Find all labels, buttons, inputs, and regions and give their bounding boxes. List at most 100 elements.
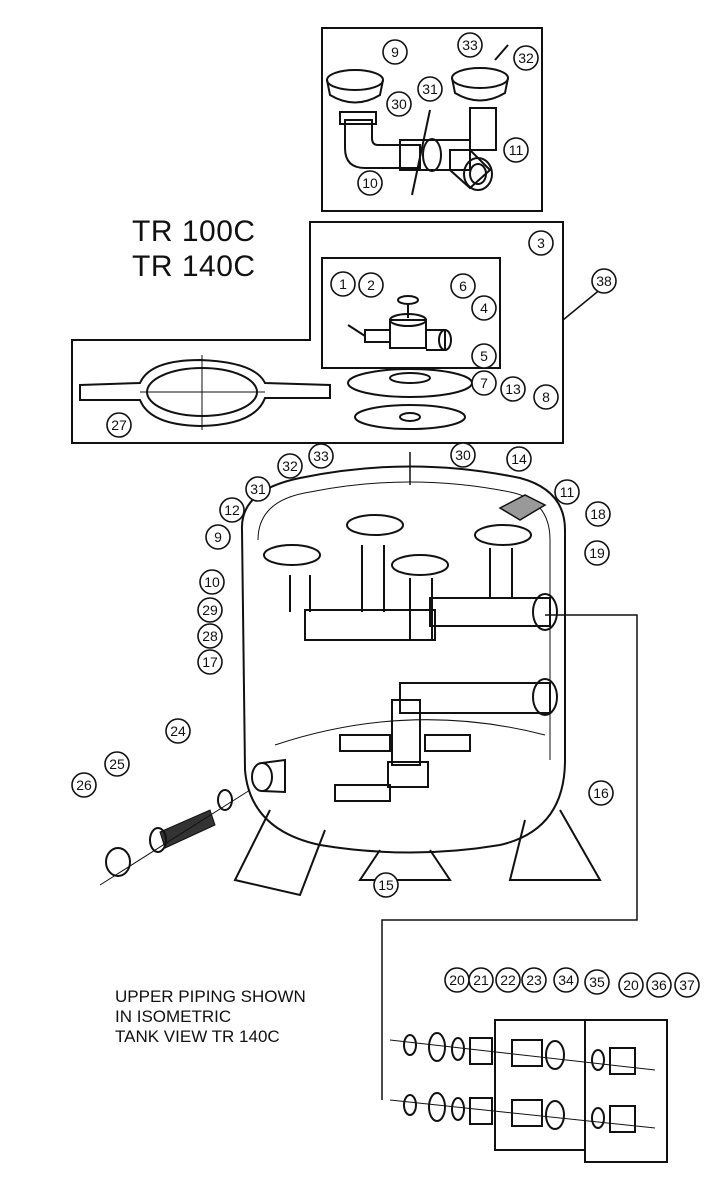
lid-wrench bbox=[79, 358, 331, 428]
callout-circle bbox=[330, 271, 356, 297]
lateral-hub-right bbox=[451, 67, 509, 89]
callout-circle bbox=[104, 751, 130, 777]
leader-38 bbox=[562, 287, 603, 321]
union-washer bbox=[451, 1097, 465, 1121]
callout-circle bbox=[471, 343, 497, 369]
callout-circle bbox=[197, 623, 223, 649]
callout-31: 31 bbox=[245, 476, 271, 502]
union-nut bbox=[428, 1092, 446, 1122]
callout-label: 10 bbox=[204, 574, 220, 590]
union-body bbox=[469, 1097, 493, 1125]
callout-29: 29 bbox=[197, 597, 223, 623]
callout-circle bbox=[468, 967, 494, 993]
lid-oring bbox=[354, 404, 466, 430]
callout-label: 31 bbox=[422, 81, 438, 97]
union-washer bbox=[451, 1037, 465, 1061]
callout-12: 12 bbox=[219, 497, 245, 523]
lateral-arm-left bbox=[339, 734, 391, 752]
callout-label: 25 bbox=[109, 756, 125, 772]
sight-glass bbox=[498, 494, 547, 521]
callout-circle bbox=[197, 649, 223, 675]
lateral-hub bbox=[391, 554, 449, 576]
callout-7: 7 bbox=[471, 370, 497, 396]
lateral-hub bbox=[263, 544, 321, 566]
callout-label: 29 bbox=[202, 602, 218, 618]
callout-label: 7 bbox=[480, 375, 488, 391]
drain-port-body bbox=[261, 758, 286, 794]
callout-27: 27 bbox=[106, 412, 132, 438]
callout-21: 21 bbox=[468, 967, 494, 993]
tank-leg-right bbox=[508, 809, 602, 881]
callout-30: 30 bbox=[450, 442, 476, 468]
callout-19: 19 bbox=[584, 540, 610, 566]
callout-label: 3 bbox=[537, 235, 545, 251]
drain-cap bbox=[105, 847, 131, 877]
callout-label: 14 bbox=[511, 451, 527, 467]
note-line: UPPER PIPING SHOWN bbox=[115, 987, 306, 1006]
outlet-pipe-lower bbox=[399, 682, 551, 714]
union-fitting bbox=[609, 1047, 636, 1075]
callout-circle bbox=[584, 969, 610, 995]
drain-fitting bbox=[149, 827, 167, 853]
callout-2: 2 bbox=[358, 272, 384, 298]
drain-oring bbox=[217, 789, 233, 811]
callout-26: 26 bbox=[71, 772, 97, 798]
union-nut bbox=[428, 1032, 446, 1062]
callout-22: 22 bbox=[495, 967, 521, 993]
callout-30: 30 bbox=[386, 91, 412, 117]
callout-label: 17 bbox=[202, 654, 218, 670]
pipe-elbow-left bbox=[344, 119, 421, 169]
callout-24: 24 bbox=[165, 718, 191, 744]
callout-circle bbox=[506, 446, 532, 472]
outlet-union-lower bbox=[532, 678, 558, 716]
lateral-hub bbox=[474, 524, 532, 546]
callout-circle bbox=[219, 497, 245, 523]
callout-label: 15 bbox=[378, 877, 394, 893]
callout-label: 23 bbox=[526, 972, 542, 988]
callout-circle bbox=[618, 972, 644, 998]
callout-label: 4 bbox=[480, 300, 488, 316]
callout-label: 32 bbox=[282, 458, 298, 474]
callout-label: 35 bbox=[589, 974, 605, 990]
callout-label: 16 bbox=[593, 785, 609, 801]
callout-circle bbox=[71, 772, 97, 798]
union-oring bbox=[403, 1094, 417, 1116]
callout-circle bbox=[554, 479, 580, 505]
callout-36: 36 bbox=[646, 972, 672, 998]
callout-label: 21 bbox=[473, 972, 489, 988]
valve-gauge bbox=[438, 329, 452, 351]
callout-38: 38 bbox=[591, 268, 617, 294]
air-tube-rod bbox=[494, 44, 509, 61]
callout-circle bbox=[503, 137, 529, 163]
tank-lid-inner bbox=[389, 372, 431, 384]
callout-label: 9 bbox=[214, 529, 222, 545]
callout-label: 38 bbox=[596, 273, 612, 289]
union-ring bbox=[545, 1100, 565, 1130]
center-riser bbox=[391, 699, 421, 766]
callout-label: 5 bbox=[480, 348, 488, 364]
callout-label: 12 bbox=[224, 502, 240, 518]
union-oring bbox=[403, 1034, 417, 1056]
note-line: IN ISOMETRIC bbox=[115, 1007, 232, 1026]
callout-circle bbox=[373, 872, 399, 898]
callout-circle bbox=[358, 272, 384, 298]
callout-20: 20 bbox=[618, 972, 644, 998]
callout-label: 19 bbox=[589, 545, 605, 561]
callout-label: 11 bbox=[560, 484, 575, 500]
valve-body bbox=[389, 319, 427, 349]
callout-label: 10 bbox=[362, 175, 378, 191]
callout-8: 8 bbox=[533, 384, 559, 410]
callout-37: 37 bbox=[674, 972, 700, 998]
callout-25: 25 bbox=[104, 751, 130, 777]
callout-label: 24 bbox=[170, 723, 186, 739]
pipe-riser-right bbox=[469, 107, 497, 151]
callout-circle bbox=[106, 412, 132, 438]
callout-label: 37 bbox=[679, 977, 695, 993]
air-tube bbox=[411, 109, 431, 196]
callout-circle bbox=[457, 32, 483, 58]
callout-circle bbox=[417, 76, 443, 102]
lateral-arm-right bbox=[424, 734, 471, 752]
callout-circle bbox=[357, 170, 383, 196]
lateral-hub-right-body bbox=[451, 77, 509, 102]
